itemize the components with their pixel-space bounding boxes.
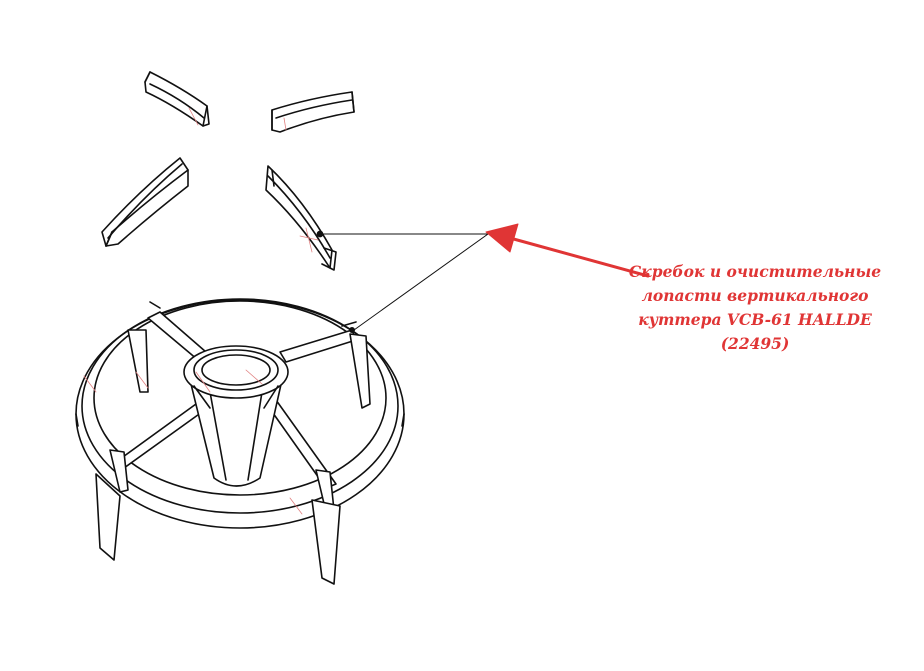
- cleaning-blade-middle-left: [101, 157, 189, 247]
- cleaning-blade-middle-right: [265, 165, 337, 271]
- caption-line-1: Скребок и очистительные: [628, 262, 882, 281]
- cleaning-blade-top-left: [144, 71, 210, 127]
- caption-line-4: (22495): [720, 334, 790, 353]
- cleaning-blade-top-right: [271, 91, 355, 133]
- part-caption: Скребок и очистительные лопасти вертикал…: [600, 260, 910, 356]
- caption-line-2: лопасти вертикального: [641, 286, 869, 305]
- leader-lines: [321, 233, 489, 331]
- caption-line-3: куттера VCB-61 HALLDE: [638, 310, 872, 329]
- annotation-arrow: [485, 223, 650, 278]
- scraper-frame: [75, 298, 405, 585]
